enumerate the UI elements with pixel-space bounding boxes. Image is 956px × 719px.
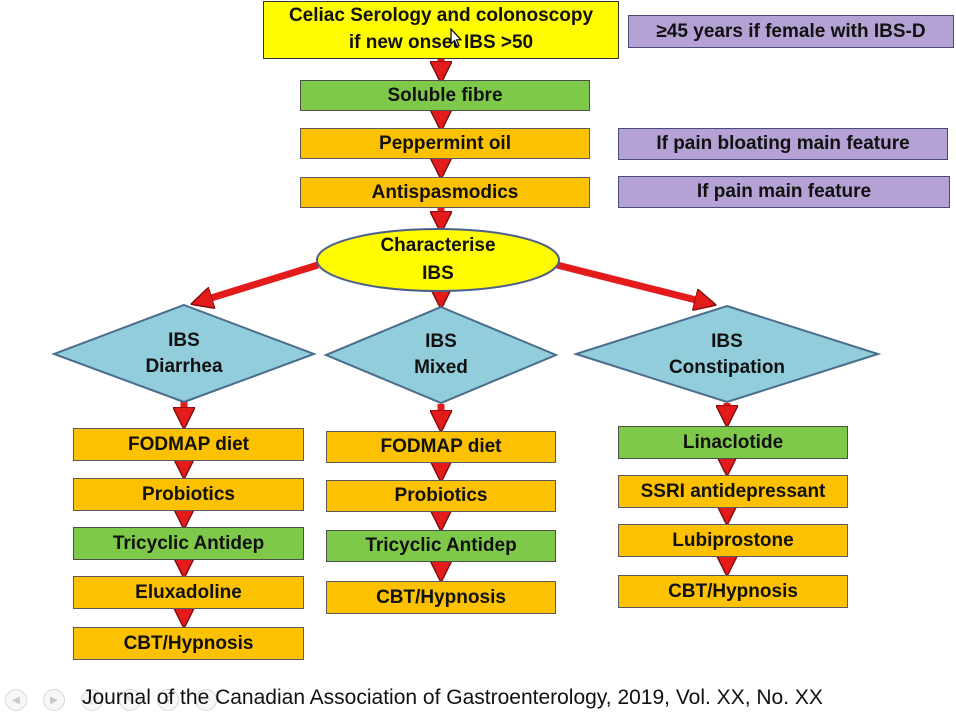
note-pain-text: If pain main feature — [696, 181, 872, 203]
arrow-to-diarrhea — [195, 261, 320, 303]
celiac-serology-line2: if new onset IBS >50 — [348, 32, 534, 53]
constipation-step-ssri: SSRI antidepressant — [618, 475, 848, 508]
arrow-to-constipation — [556, 261, 712, 304]
diarrhea-step-cbt-text: CBT/Hypnosis — [123, 632, 254, 654]
mixed-step-tricyclic: Tricyclic Antidep — [326, 530, 556, 562]
edit-icon[interactable]: ✎ — [119, 689, 141, 711]
antispasmodics-box: Antispasmodics — [300, 177, 590, 208]
mouse-cursor-icon — [450, 28, 462, 48]
mixed-step-cbt-text: CBT/Hypnosis — [376, 586, 506, 608]
more-icon[interactable]: ⋯ — [195, 689, 217, 711]
note-age: ≥45 years if female with IBS-D — [628, 15, 954, 48]
note-pain-bloating: If pain bloating main feature — [618, 128, 948, 160]
characterise-ellipse — [316, 228, 560, 292]
diarrhea-step-eluxadoline: Eluxadoline — [73, 576, 304, 609]
diarrhea-step-tricyclic-text: Tricyclic Antidep — [112, 532, 265, 554]
constipation-step-cbt-text: CBT/Hypnosis — [668, 580, 798, 602]
antispasmodics-text: Antispasmodics — [371, 181, 519, 203]
diarrhea-step-fodmap-text: FODMAP diet — [127, 433, 250, 455]
zoom-icon[interactable]: ⚲ — [157, 689, 179, 711]
soluble-fibre-text: Soluble fibre — [387, 84, 503, 106]
mixed-step-cbt: CBT/Hypnosis — [326, 581, 556, 614]
play-icon[interactable]: ▶ — [43, 689, 65, 711]
diarrhea-step-fodmap: FODMAP diet — [73, 428, 304, 461]
note-pain-bloating-text: If pain bloating main feature — [656, 133, 910, 155]
peppermint-oil-box: Peppermint oil — [300, 128, 590, 159]
note-pain: If pain main feature — [618, 176, 950, 208]
soluble-fibre-box: Soluble fibre — [300, 80, 590, 111]
constipation-step-cbt: CBT/Hypnosis — [618, 575, 848, 608]
mixed-step-probiotics-text: Probiotics — [394, 485, 488, 507]
diarrhea-step-probiotics-text: Probiotics — [142, 483, 235, 505]
constipation-step-linaclotide-text: Linaclotide — [682, 431, 784, 453]
copy-icon[interactable]: □ — [81, 689, 103, 711]
diarrhea-step-eluxadoline-text: Eluxadoline — [135, 581, 242, 603]
journal-citation: Journal of the Canadian Association of G… — [82, 686, 823, 709]
celiac-serology-box: Celiac Serology and colonoscopy if new o… — [263, 1, 619, 59]
diarrhea-step-tricyclic: Tricyclic Antidep — [73, 527, 304, 560]
diamond-constipation — [572, 304, 882, 404]
diarrhea-step-cbt: CBT/Hypnosis — [73, 627, 304, 660]
constipation-step-ssri-text: SSRI antidepressant — [640, 480, 826, 502]
diamond-diarrhea — [51, 303, 317, 404]
constipation-step-lubiprostone-text: Lubiprostone — [672, 529, 794, 551]
mixed-step-probiotics: Probiotics — [326, 480, 556, 512]
diarrhea-step-probiotics: Probiotics — [73, 478, 304, 511]
mixed-step-fodmap-text: FODMAP diet — [380, 436, 502, 458]
diamond-mixed — [323, 305, 559, 405]
note-age-text: ≥45 years if female with IBS-D — [656, 20, 926, 42]
mixed-step-tricyclic-text: Tricyclic Antidep — [365, 535, 517, 557]
celiac-serology-line1: Celiac Serology and colonoscopy — [288, 5, 594, 27]
previous-icon[interactable]: ◀ — [5, 689, 27, 711]
peppermint-oil-text: Peppermint oil — [379, 132, 511, 154]
constipation-step-linaclotide: Linaclotide — [618, 426, 848, 459]
mixed-step-fodmap: FODMAP diet — [326, 431, 556, 463]
constipation-step-lubiprostone: Lubiprostone — [618, 524, 848, 557]
